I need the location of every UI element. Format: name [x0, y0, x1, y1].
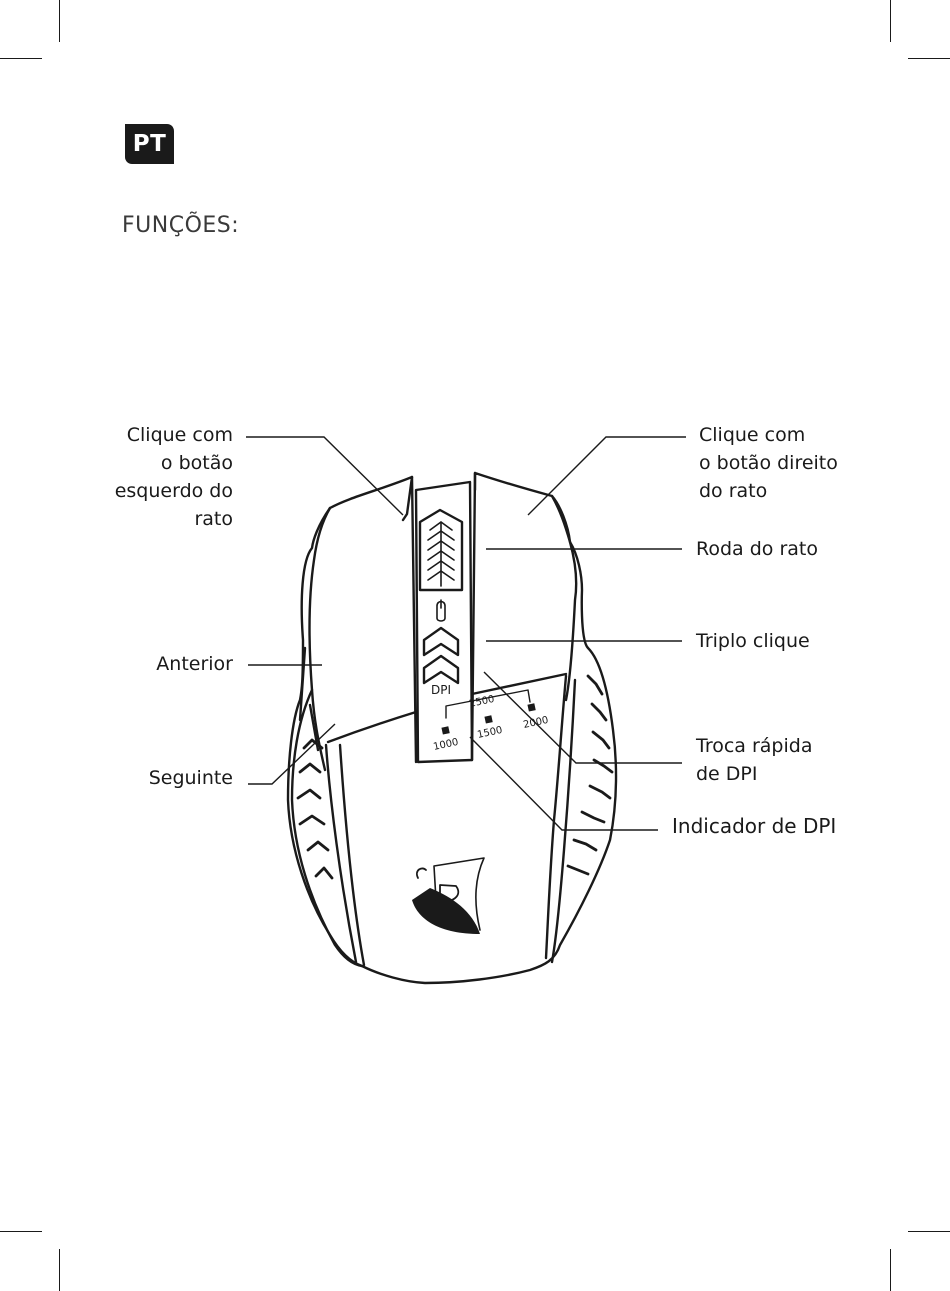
leader-right-click: [527, 436, 686, 516]
dpi-value-1000: 1000: [432, 737, 459, 753]
label-back: Anterior: [156, 653, 233, 675]
label-left-click: Clique com o botão esquerdo do rato: [115, 421, 233, 533]
scroll-wheel-ridges: [427, 521, 455, 587]
dpi-indicator-panel: 1000 1500 2000 2500: [432, 689, 550, 753]
label-right-click-line-2: o botão direito: [699, 452, 838, 474]
leader-forward: [248, 723, 336, 785]
language-badge: PT: [125, 124, 174, 164]
label-left-click-line-1: Clique com: [126, 424, 233, 446]
triple-click-button-icon: [422, 626, 460, 657]
label-forward: Seguinte: [148, 767, 233, 789]
label-left-click-line-2: o botão: [160, 452, 233, 474]
label-triple-click: Triplo clique: [696, 630, 810, 652]
crop-mark-top-right-v: [890, 0, 891, 42]
right-grip: [544, 674, 577, 964]
dpi-button-label: DPI: [431, 683, 451, 697]
label-dpi-switch-line-2: de DPI: [696, 763, 758, 785]
page-title: FUNÇÕES:: [122, 213, 240, 238]
dpi-led-1000: [441, 726, 450, 735]
label-right-click-line-1: Clique com: [699, 424, 806, 446]
palm-divider: [326, 672, 568, 744]
crop-mark-bottom-right-v: [890, 1249, 891, 1291]
crop-mark-bottom-left-v: [59, 1249, 60, 1291]
crop-mark-top-left-v: [59, 0, 60, 42]
dpi-led-2000: [527, 703, 536, 712]
leader-left-click: [246, 436, 404, 516]
left-grip: [290, 688, 366, 968]
label-dpi-switch-line-1: Troca rápida: [696, 735, 813, 757]
dpi-value-1500: 1500: [476, 725, 503, 741]
leader-dpi-indicator: [469, 736, 658, 831]
dpi-button-icon: [422, 654, 460, 685]
label-left-click-line-3: esquerdo do: [114, 480, 233, 502]
crop-mark-bottom-left-h: [0, 1231, 42, 1232]
mouse-body-outline: [286, 471, 618, 985]
scroll-wheel-icon: [418, 508, 464, 592]
label-right-click: Clique com o botão direito do rato: [699, 421, 838, 505]
right-grip-chevrons: [566, 674, 614, 876]
mouse-mini-icon: [436, 599, 446, 622]
label-right-click-line-3: do rato: [699, 480, 768, 502]
dpi-value-2500: 2500: [468, 694, 495, 710]
dpi-led-1500: [484, 715, 493, 724]
leader-dpi-switch: [483, 671, 682, 764]
label-dpi-indicator: Indicador de DPI: [672, 814, 837, 838]
label-scroll-wheel: Roda do rato: [696, 538, 818, 560]
label-left-click-line-4: rato: [194, 508, 233, 530]
left-button-outline: [308, 475, 418, 772]
label-dpi-switch: Troca rápida de DPI: [696, 732, 812, 788]
crop-mark-top-left-h: [0, 58, 42, 59]
callout-lines: [246, 436, 686, 831]
crop-mark-bottom-right-h: [908, 1231, 950, 1232]
center-strip: [414, 480, 474, 764]
crop-mark-top-right-h: [908, 58, 950, 59]
brand-logo: [412, 857, 485, 934]
left-grip-chevrons: [296, 738, 334, 880]
